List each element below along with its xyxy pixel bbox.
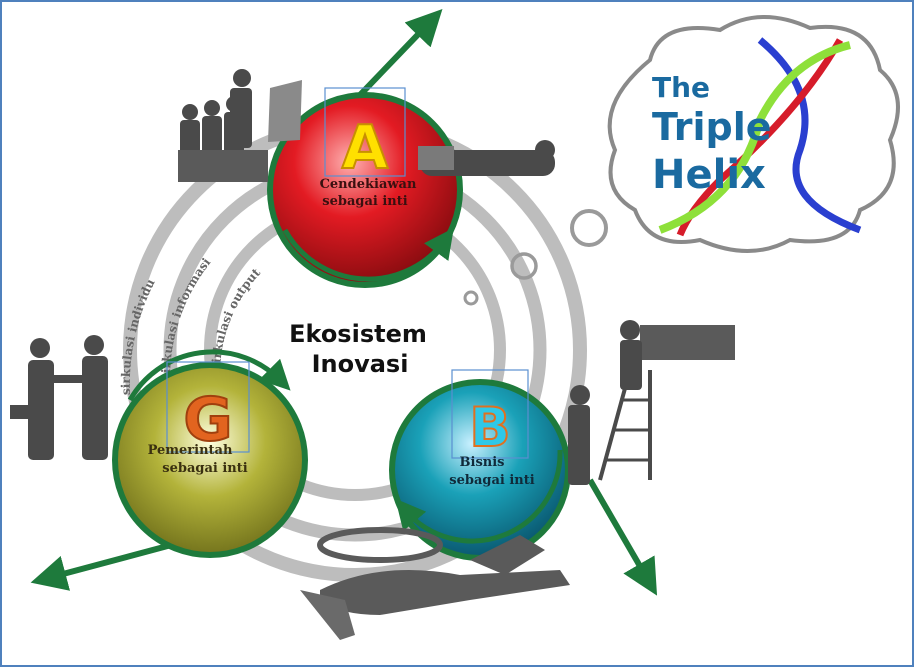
- caption-business-line1: Bisnis: [460, 455, 505, 470]
- cloud-text-line2: Triple: [652, 105, 772, 149]
- thought-bubbles: [463, 209, 608, 306]
- caption-academics-line2: sebagai inti: [322, 194, 407, 209]
- academics-audience-silhouette: [178, 69, 302, 182]
- airplane-silhouette: [300, 527, 570, 640]
- letter-g: G: [183, 385, 232, 455]
- handshake-silhouette: [10, 335, 108, 460]
- caption-government-line2: sebagai inti: [162, 461, 247, 476]
- arrow-academics-out: [357, 9, 443, 98]
- center-title-line2: Inovasi: [312, 350, 409, 378]
- caption-business-line2: sebagai inti: [449, 473, 534, 488]
- highlight-box-g: [166, 361, 250, 453]
- highlight-box-a: [324, 87, 406, 177]
- cloud-text-line3: Helix: [652, 152, 766, 198]
- arrow-business-out: [587, 478, 658, 596]
- reclining-reader-silhouette: [418, 140, 555, 176]
- sphere-arrow-accents: [127, 227, 563, 544]
- center-title-line1: Ekosistem: [289, 320, 427, 348]
- triple-helix-cloud: The Triple Helix: [607, 15, 900, 253]
- letter-a: A: [342, 113, 389, 183]
- sphere-academics: [267, 92, 463, 288]
- letter-b: B: [469, 396, 510, 459]
- cloud-text-line1: The: [652, 71, 710, 104]
- highlight-box-b: [451, 369, 529, 459]
- caption-academics-line1: Cendekiawan: [320, 177, 417, 192]
- sphere-government: [112, 362, 308, 558]
- caption-government-line1: Pemerintah: [148, 443, 233, 458]
- ladder-billboard-silhouette: [568, 320, 735, 485]
